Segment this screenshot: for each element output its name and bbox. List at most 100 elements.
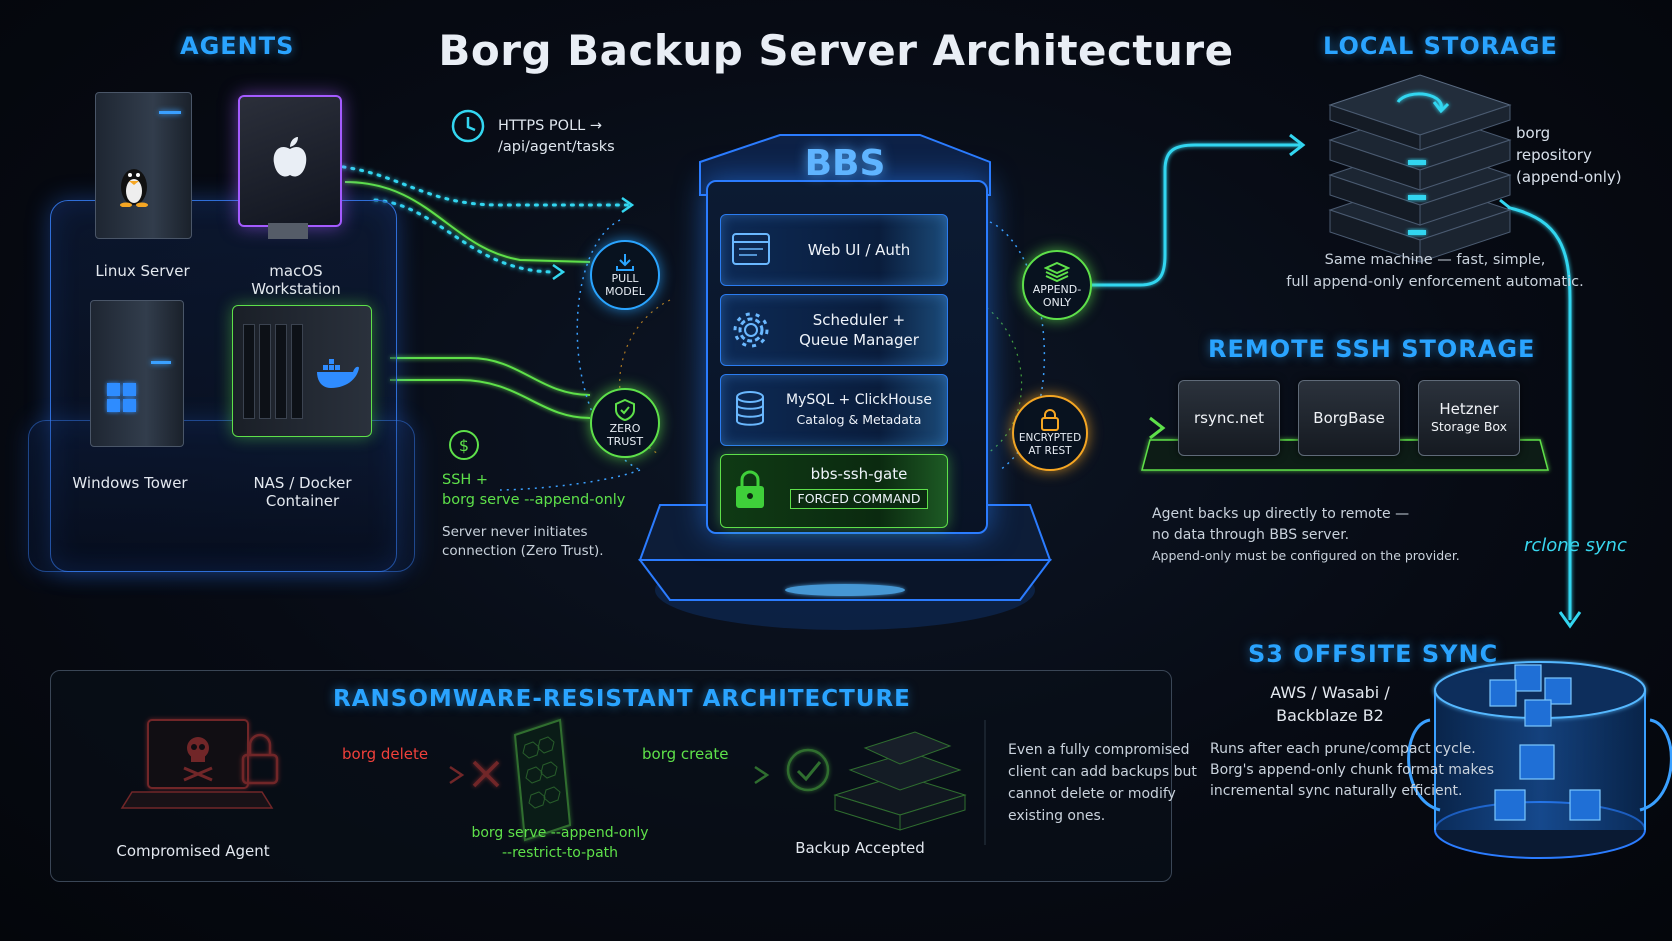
compromised-agent-label: Compromised Agent xyxy=(116,842,270,860)
bbs-layer-webui: Web UI / Auth xyxy=(720,214,948,286)
repo-label-2: repository xyxy=(1516,146,1592,164)
macos-workstation-device xyxy=(238,95,342,227)
badge-orbit-right-2 xyxy=(974,299,1023,456)
zero-trust-badge: ZERO TRUST xyxy=(590,388,660,458)
pull-model-text-2: MODEL xyxy=(605,285,645,298)
repo-label-1: borg xyxy=(1516,124,1551,142)
https-arrow-2 xyxy=(552,263,566,281)
borg-serve-label-1: borg serve --append-only xyxy=(471,825,649,841)
browser-window-icon xyxy=(732,233,770,265)
rclone-arrow-down xyxy=(1558,611,1582,629)
repo-label-3: (append-only) xyxy=(1516,168,1622,186)
append-only-badge: APPEND- ONLY xyxy=(1022,250,1092,320)
rsync-net-label: rsync.net xyxy=(1194,408,1264,427)
ransomware-note-1: Even a fully compromised xyxy=(1008,742,1190,758)
cube-icon xyxy=(1489,664,1601,821)
append-only-text-2: ONLY xyxy=(1042,296,1072,309)
pull-model-badge: PULL MODEL xyxy=(590,240,660,310)
remote-desc-1: Agent backs up directly to remote — xyxy=(1152,506,1410,522)
local-storage-heading: LOCAL STORAGE xyxy=(1323,32,1558,60)
hetzner-label-2: Storage Box xyxy=(1430,419,1508,434)
https-poll-line-1 xyxy=(323,163,632,207)
apple-icon xyxy=(273,137,307,177)
bbs-scheduler-label-1: Scheduler + xyxy=(812,311,906,329)
encrypted-text-2: AT REST xyxy=(1028,445,1072,457)
append-arrow xyxy=(1289,133,1306,157)
bbs-server: Web UI / Auth Scheduler + Queue Manager M… xyxy=(706,180,988,534)
https-poll-path: /api/agent/tasks xyxy=(498,139,615,155)
badge-orbit-left xyxy=(576,219,641,471)
hetzner-label-1: Hetzner xyxy=(1439,400,1499,418)
borg-serve-label-2: --restrict-to-path xyxy=(501,845,619,861)
padlock-icon xyxy=(1041,409,1059,431)
ssh-gate-label: bbs-ssh-gate xyxy=(810,465,908,483)
https-poll-label: HTTPS POLL → xyxy=(498,118,602,134)
layers-icon xyxy=(1044,261,1070,283)
s3-providers-2: Backblaze B2 xyxy=(1276,706,1384,725)
docker-icon xyxy=(317,359,359,388)
https-arrow-1 xyxy=(621,196,635,214)
local-desc-1: Same machine — fast, simple, xyxy=(1324,252,1546,268)
zero-trust-text-1: ZERO xyxy=(609,422,641,435)
ssh-line-mac xyxy=(344,181,591,263)
bbs-logo: BBS xyxy=(804,143,886,184)
borgbase-label: BorgBase xyxy=(1313,408,1385,427)
nas-device xyxy=(232,305,372,437)
ssh-line-nas-1 xyxy=(390,357,591,396)
encrypted-text-1: ENCRYPTED xyxy=(1018,432,1082,444)
forced-command-tag: FORCED COMMAND xyxy=(789,489,929,509)
zero-trust-note-2: connection (Zero Trust). xyxy=(442,543,604,559)
append-only-text-1: APPEND- xyxy=(1032,283,1082,296)
s3-desc-3: incremental sync naturally efficient. xyxy=(1210,783,1463,799)
zero-trust-text-2: TRUST xyxy=(606,435,644,448)
s3-desc-2: Borg's append-only chunk format makes xyxy=(1210,762,1495,778)
backup-accepted-label: Backup Accepted xyxy=(795,839,925,857)
zero-trust-note-1: Server never initiates xyxy=(442,524,588,540)
ssh-label: SSH + xyxy=(442,472,489,488)
local-storage-stack xyxy=(1328,74,1512,263)
ssh-dotted-to-bbs xyxy=(499,469,641,491)
bbs-db-label-2: Catalog & Metadata xyxy=(796,412,922,427)
bbs-scheduler-label-2: Queue Manager xyxy=(799,331,919,349)
linux-server-label: Linux Server xyxy=(95,262,190,280)
page-title: Borg Backup Server Architecture xyxy=(438,26,1234,75)
bbs-db-label-1: MySQL + ClickHouse xyxy=(786,392,932,408)
bbs-layer-ssh-gate: bbs-ssh-gate FORCED COMMAND xyxy=(720,454,948,528)
s3-desc-1: Runs after each prune/compact cycle. xyxy=(1210,741,1476,757)
pull-model-text-1: PULL xyxy=(611,272,639,285)
https-poll-line-2 xyxy=(373,198,557,274)
encrypted-badge: ENCRYPTED AT REST xyxy=(1012,395,1088,471)
sync-icon xyxy=(1396,92,1450,114)
s3-providers-1: AWS / Wasabi / xyxy=(1270,683,1390,702)
remote-desc-2: no data through BBS server. xyxy=(1152,527,1350,543)
ssh-line-nas-2 xyxy=(390,379,591,419)
ssh-command-label: borg serve --append-only xyxy=(442,492,626,508)
bbs-webui-label: Web UI / Auth xyxy=(807,241,911,259)
clock-icon xyxy=(451,109,485,143)
encrypted-arrow xyxy=(1149,416,1166,440)
agents-heading: AGENTS xyxy=(180,32,295,60)
macos-stand xyxy=(268,223,308,239)
macos-label: macOS Workstation xyxy=(251,262,341,298)
s3-heading: S3 OFFSITE SYNC xyxy=(1248,640,1499,668)
dollar-icon: $ xyxy=(449,430,479,460)
remote-borgbase: BorgBase xyxy=(1298,380,1400,456)
nas-label: NAS / Docker Container xyxy=(253,474,352,510)
ransomware-note-4: existing ones. xyxy=(1008,808,1106,824)
rclone-line xyxy=(1509,206,1572,620)
rclone-sync-label: rclone sync xyxy=(1524,535,1627,556)
local-desc-2: full append-only enforcement automatic. xyxy=(1286,274,1584,290)
remote-hetzner: Hetzner Storage Box xyxy=(1418,380,1520,456)
windows-icon xyxy=(107,383,136,412)
bbs-base-light xyxy=(785,584,905,596)
gear-icon xyxy=(733,312,769,348)
ransomware-note-3: cannot delete or modify xyxy=(1008,786,1176,802)
ransomware-note-2: client can add backups but xyxy=(1008,764,1197,780)
remote-rsync-net: rsync.net xyxy=(1178,380,1280,456)
padlock-icon xyxy=(736,470,764,508)
download-icon xyxy=(616,254,634,271)
ransomware-heading: RANSOMWARE-RESISTANT ARCHITECTURE xyxy=(333,686,911,712)
borg-create-label: borg create xyxy=(642,745,729,763)
